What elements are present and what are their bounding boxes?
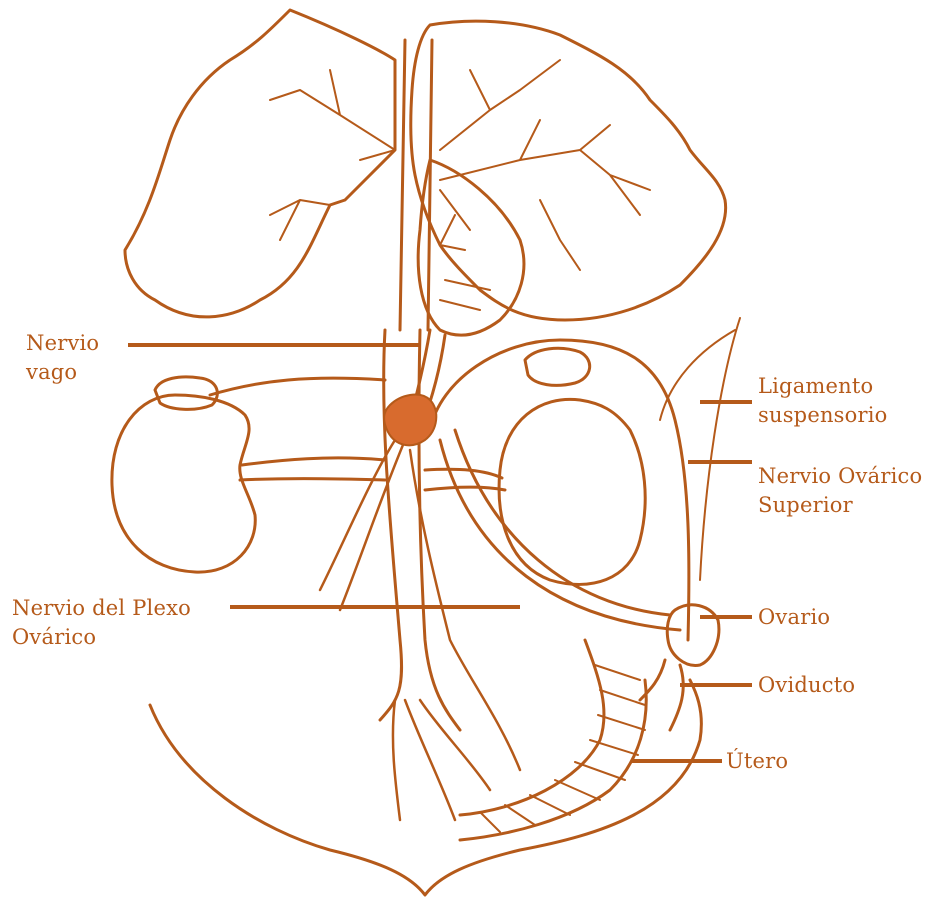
left-adrenal [155, 377, 217, 409]
inner-nerve-arc [440, 430, 680, 630]
label-nervio-plexo-ovarico: Nervio del Plexo Ovárico [12, 594, 191, 652]
label-nervio-vago-line1: Nervio [26, 329, 99, 358]
liver-vessels [270, 60, 650, 270]
label-nervio-ovarico-superior-line1: Nervio Ovárico [758, 462, 922, 491]
left-kidney [112, 395, 255, 572]
suspensory-ligament-shape [660, 318, 740, 580]
label-ligamento-suspensorio: Ligamento suspensorio [758, 372, 888, 430]
oviduct-shape [640, 660, 683, 730]
uterine-horn [460, 640, 646, 840]
liver-right-lobe [411, 21, 726, 320]
label-ovario: Ovario [758, 603, 830, 632]
ganglion-mass [384, 395, 436, 446]
liver-left-lobe [125, 10, 395, 317]
ovary-shape [667, 605, 719, 666]
label-nervio-plexo-ovarico-line1: Nervio del Plexo [12, 594, 191, 623]
uterus-body [150, 680, 701, 895]
left-renal-vessels [210, 378, 385, 480]
right-renal-vessels [425, 469, 505, 490]
label-nervio-plexo-ovarico-line2: Ovárico [12, 623, 191, 652]
right-adrenal [525, 348, 590, 385]
label-nervio-vago-line2: vago [26, 358, 99, 387]
label-utero: Útero [726, 747, 788, 776]
label-ligamento-suspensorio-line2: suspensorio [758, 401, 888, 430]
label-ligamento-suspensorio-line1: Ligamento [758, 372, 888, 401]
label-nervio-ovarico-superior: Nervio Ovárico Superior [758, 462, 922, 520]
right-kidney [499, 399, 645, 584]
label-nervio-vago: Nervio vago [26, 329, 99, 387]
label-nervio-ovarico-superior-line2: Superior [758, 491, 922, 520]
stomach [418, 160, 524, 335]
label-oviducto: Oviducto [758, 671, 855, 700]
